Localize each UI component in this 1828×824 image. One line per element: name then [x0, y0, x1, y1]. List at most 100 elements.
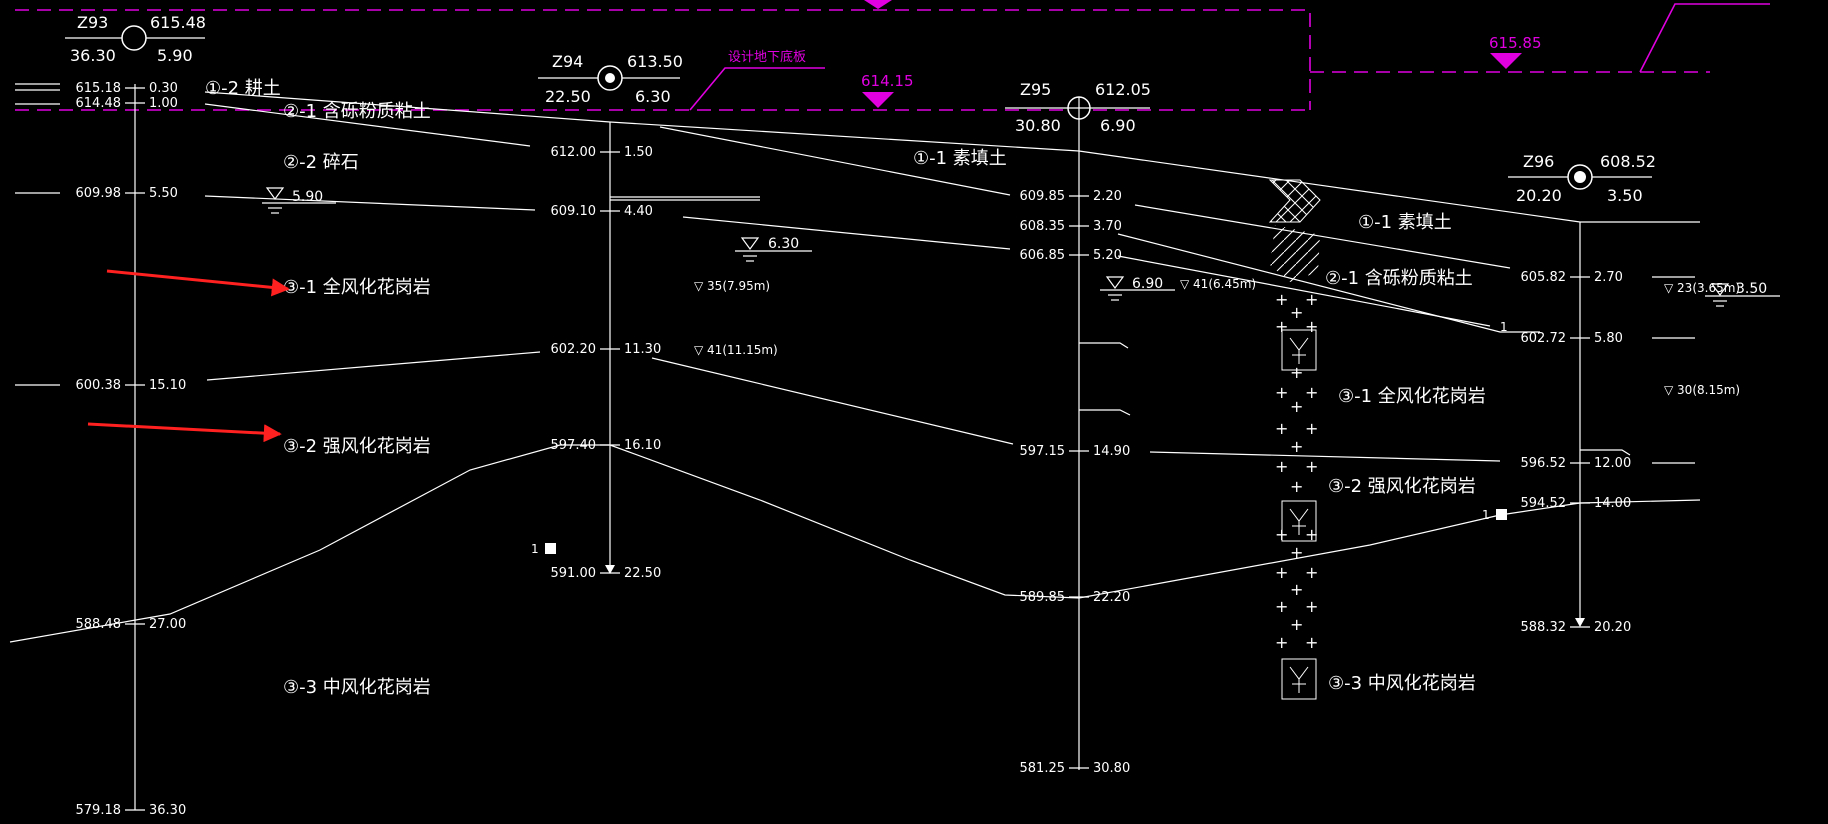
- depth-label: 14.90: [1093, 444, 1130, 459]
- sample-square-icon: [1496, 509, 1507, 520]
- borehole-head-z94: Z94 613.50 22.50 6.30: [538, 52, 683, 106]
- elevation-label: 581.25: [1020, 761, 1066, 776]
- svg-text:Z94: Z94: [552, 52, 583, 71]
- svg-text:+: +: [1275, 563, 1288, 582]
- svg-text:5.90: 5.90: [157, 46, 193, 65]
- elevation-label: 579.18: [76, 803, 122, 818]
- svg-text:+: +: [1275, 290, 1288, 309]
- layer-labels: ①-2 耕土 ②-1 含砾粉质粘土 ②-2 碎石 ③-1 全风化花岗岩 ③-2 …: [205, 78, 1486, 698]
- svg-text:③-2 强风化花岗岩: ③-2 强风化花岗岩: [1328, 476, 1476, 497]
- svg-text:6.30: 6.30: [768, 236, 799, 252]
- elevation-label: 606.85: [1020, 248, 1066, 263]
- svg-text:612.05: 612.05: [1095, 80, 1151, 99]
- elevation-label: 596.52: [1521, 456, 1567, 471]
- elevation-label: 614.48: [76, 96, 122, 111]
- depth-label: 14.00: [1594, 496, 1631, 511]
- svg-text:▽ 35(7.95m): ▽ 35(7.95m): [694, 279, 770, 293]
- svg-text:1: 1: [531, 542, 539, 556]
- depth-label: 22.50: [624, 566, 661, 581]
- svg-text:615.48: 615.48: [150, 13, 206, 32]
- svg-text:②-2 碎石: ②-2 碎石: [283, 152, 359, 173]
- elevation-label: 612.00: [551, 145, 597, 160]
- svg-text:1: 1: [1500, 320, 1508, 334]
- svg-text:+: +: [1275, 317, 1288, 336]
- borehole-head-z93: Z93 615.48 36.30 5.90: [65, 13, 206, 65]
- design-slab-label: 设计地下底板: [728, 49, 806, 65]
- water-level-markers: 5.90 6.30 6.90 3.50 ▽ 35(7.95m) ▽ 41(11.…: [262, 187, 1780, 397]
- depth-label: 12.00: [1594, 456, 1631, 471]
- sample-box-icon: [1281, 329, 1317, 371]
- svg-text:+: +: [1275, 457, 1288, 476]
- elevation-label: 602.72: [1521, 331, 1567, 346]
- svg-text:+: +: [1290, 437, 1303, 456]
- svg-text:+: +: [1305, 419, 1318, 438]
- red-arrow-icon: [106, 269, 290, 297]
- red-arrow-icon: [87, 422, 282, 443]
- svg-text:Z96: Z96: [1523, 152, 1554, 171]
- elevation-label: 591.00: [551, 566, 597, 581]
- elevation-label: 609.98: [76, 186, 122, 201]
- svg-text:①-2 耕土: ①-2 耕土: [205, 78, 281, 99]
- depth-label: 20.20: [1594, 620, 1631, 635]
- elevation-label: 615.18: [76, 81, 122, 96]
- svg-text:+: +: [1275, 383, 1288, 402]
- svg-text:3.50: 3.50: [1607, 186, 1643, 205]
- svg-text:+: +: [1290, 477, 1303, 496]
- water-level-icon: [740, 237, 760, 251]
- borehole-symbol-icon: [121, 25, 147, 51]
- stratum-boundaries: [9, 83, 1701, 643]
- lithology-column: +++ +++ +++ +++ +++ +++ +++ +++ ++: [1268, 179, 1321, 700]
- svg-text:Z95: Z95: [1020, 80, 1051, 99]
- svg-text:+: +: [1305, 383, 1318, 402]
- depth-label: 27.00: [149, 617, 186, 632]
- svg-text:22.50: 22.50: [545, 87, 591, 106]
- depth-label: 3.70: [1093, 219, 1122, 234]
- design-level-value: 614.15: [861, 72, 914, 90]
- svg-text:+: +: [1290, 303, 1303, 322]
- elevation-label: 589.85: [1020, 590, 1066, 605]
- sample-box-icon: [1281, 500, 1317, 542]
- borehole-head-z95: Z95 612.05 30.80 6.90: [1005, 80, 1151, 135]
- elevation-label: 588.32: [1521, 620, 1567, 635]
- svg-text:①-1 素填土: ①-1 素填土: [1358, 212, 1452, 233]
- borehole-axes: [134, 84, 1585, 810]
- water-level-icon: [1105, 276, 1125, 290]
- svg-text:6.90: 6.90: [1132, 276, 1163, 292]
- svg-text:▽ 23(3.65m): ▽ 23(3.65m): [1664, 281, 1740, 295]
- depth-label: 5.80: [1594, 331, 1623, 346]
- svg-text:36.30: 36.30: [70, 46, 116, 65]
- svg-text:1: 1: [1482, 508, 1490, 522]
- svg-text:613.50: 613.50: [627, 52, 683, 71]
- svg-text:+: +: [1290, 543, 1303, 562]
- sample-square-icon: [545, 543, 556, 554]
- svg-text:▽ 41(6.45m): ▽ 41(6.45m): [1180, 277, 1256, 291]
- depth-label: 2.70: [1594, 270, 1623, 285]
- elevation-label: 605.82: [1521, 270, 1567, 285]
- elevation-label: 597.40: [551, 438, 597, 453]
- svg-text:+: +: [1275, 597, 1288, 616]
- depth-label: 36.30: [149, 803, 186, 818]
- svg-text:5.90: 5.90: [292, 189, 323, 205]
- svg-text:6.30: 6.30: [635, 87, 671, 106]
- depth-label: 2.20: [1093, 189, 1122, 204]
- svg-text:③-2 强风化花岗岩: ③-2 强风化花岗岩: [283, 436, 431, 457]
- svg-text:+: +: [1305, 525, 1318, 544]
- depth-label: 1.50: [624, 145, 653, 160]
- sample-markers: 1 1 1: [531, 320, 1508, 556]
- depth-label: 22.20: [1093, 590, 1130, 605]
- elevation-label: 602.20: [551, 342, 597, 357]
- water-level-icon: [265, 187, 285, 201]
- svg-text:Z93: Z93: [77, 13, 108, 32]
- svg-text:+: +: [1290, 615, 1303, 634]
- svg-text:+: +: [1305, 633, 1318, 652]
- svg-text:③-1 全风化花岗岩: ③-1 全风化花岗岩: [283, 277, 431, 298]
- depth-label: 30.80: [1093, 761, 1130, 776]
- depth-label: 5.50: [149, 186, 178, 201]
- elevation-label: 609.10: [551, 204, 597, 219]
- elevation-label: 609.85: [1020, 189, 1066, 204]
- svg-text:▽ 30(8.15m): ▽ 30(8.15m): [1664, 383, 1740, 397]
- svg-text:608.52: 608.52: [1600, 152, 1656, 171]
- svg-text:+: +: [1290, 363, 1303, 382]
- svg-text:②-1 含砾粉质粘土: ②-1 含砾粉质粘土: [283, 101, 431, 122]
